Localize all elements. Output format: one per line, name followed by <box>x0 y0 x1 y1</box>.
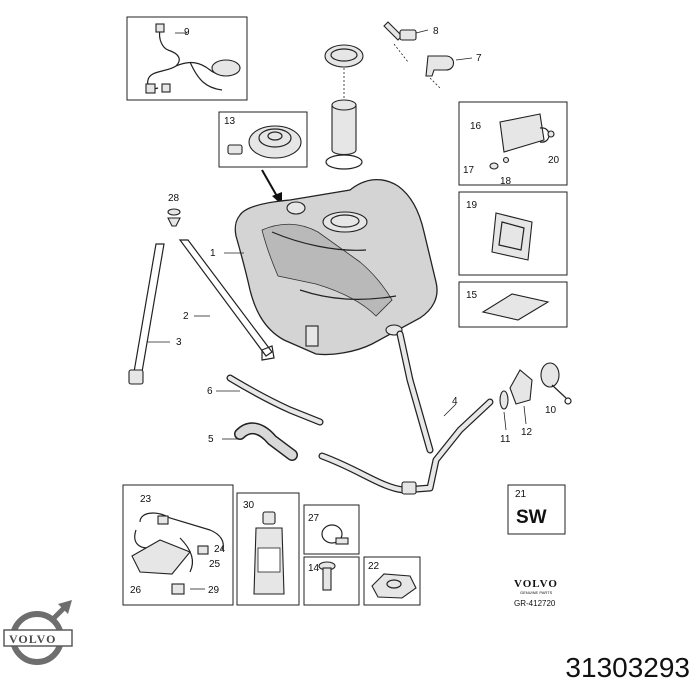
pipe-6[interactable]: 6 <box>207 374 324 426</box>
callout-17: 17 <box>463 165 475 176</box>
tank-strap-3[interactable]: 3 <box>128 243 182 385</box>
callout-30: 30 <box>243 500 255 511</box>
callout-7: 7 <box>476 53 482 64</box>
part-box-23[interactable]: 23 24 25 26 29 <box>122 484 234 606</box>
callout-29: 29 <box>208 585 220 596</box>
callout-20: 20 <box>548 155 560 166</box>
logo-text: VOLVO <box>9 632 56 646</box>
callout-2: 2 <box>183 311 189 322</box>
callout-15: 15 <box>466 290 478 301</box>
part-box-14[interactable]: 14 <box>303 556 360 606</box>
callout-26: 26 <box>130 585 142 596</box>
callout-9: 9 <box>184 27 190 38</box>
volvo-logo: VOLVO <box>3 600 73 665</box>
connector-icon <box>157 515 169 525</box>
callout-5: 5 <box>208 434 214 445</box>
callout-10: 10 <box>545 405 557 416</box>
tank-strap-2[interactable]: 2 <box>178 239 275 361</box>
genuine-parts-stamp: VOLVO GENUINE PARTS GR-412720 <box>514 578 558 608</box>
brand-name: VOLVO <box>514 578 558 590</box>
callout-27: 27 <box>308 513 320 524</box>
connector-icon <box>197 545 209 555</box>
callout-4: 4 <box>452 396 458 407</box>
brand-sub: GENUINE PARTS <box>520 590 553 595</box>
part-box-30[interactable]: 30 <box>236 492 300 606</box>
fuel-cap-10[interactable]: 10 <box>540 362 572 416</box>
callout-1: 1 <box>210 248 216 259</box>
filler-housing-12[interactable]: 12 <box>509 369 533 438</box>
part-box-19[interactable]: 19 <box>458 191 568 276</box>
hose-5[interactable]: 5 <box>208 422 298 461</box>
part-box-22[interactable]: 22 <box>363 556 421 606</box>
connector-7[interactable]: 7 <box>425 53 482 77</box>
fuel-tank[interactable]: 1 <box>210 179 438 356</box>
connector-icon <box>171 583 185 595</box>
callout-13: 13 <box>224 116 236 127</box>
callout-23: 23 <box>140 494 152 505</box>
part-box-27[interactable]: 27 <box>303 504 360 555</box>
part-number: 31303293 <box>565 652 690 683</box>
callout-14: 14 <box>308 563 320 574</box>
callout-19: 19 <box>466 200 478 211</box>
part-box-9[interactable]: 9 <box>126 16 248 101</box>
callout-6: 6 <box>207 386 213 397</box>
callout-16: 16 <box>470 121 482 132</box>
connector-icon <box>155 23 165 33</box>
drawing-code: GR-412720 <box>514 599 556 608</box>
callout-21: 21 <box>515 489 527 500</box>
grommet-icon <box>211 59 241 77</box>
part-box-13[interactable]: 13 <box>218 111 308 168</box>
callout-11: 11 <box>500 434 511 445</box>
callout-22: 22 <box>368 561 380 572</box>
part-box-21[interactable]: 21 SW <box>507 484 566 535</box>
part-box-15[interactable]: 15 <box>458 281 568 328</box>
connector-icon <box>145 83 156 94</box>
bolt-28[interactable]: 28 <box>167 193 181 227</box>
fuel-pump-module[interactable] <box>324 44 364 170</box>
connector-8[interactable]: 8 <box>383 21 439 41</box>
seal-11[interactable]: 11 <box>499 390 511 445</box>
callout-12: 12 <box>521 427 533 438</box>
callout-24: 24 <box>214 544 226 555</box>
connector-icon <box>227 144 243 155</box>
callout-18: 18 <box>500 176 512 187</box>
callout-3: 3 <box>176 337 182 348</box>
arrow-icon <box>261 169 282 205</box>
callout-28: 28 <box>168 193 180 204</box>
callout-25: 25 <box>209 559 221 570</box>
part-box-16[interactable]: 16 17 18 20 <box>458 101 568 187</box>
filler-pipe-4[interactable]: 4 <box>318 330 494 495</box>
callout-8: 8 <box>433 26 439 37</box>
sw-code: SW <box>516 507 547 528</box>
connector-icon <box>161 83 171 93</box>
